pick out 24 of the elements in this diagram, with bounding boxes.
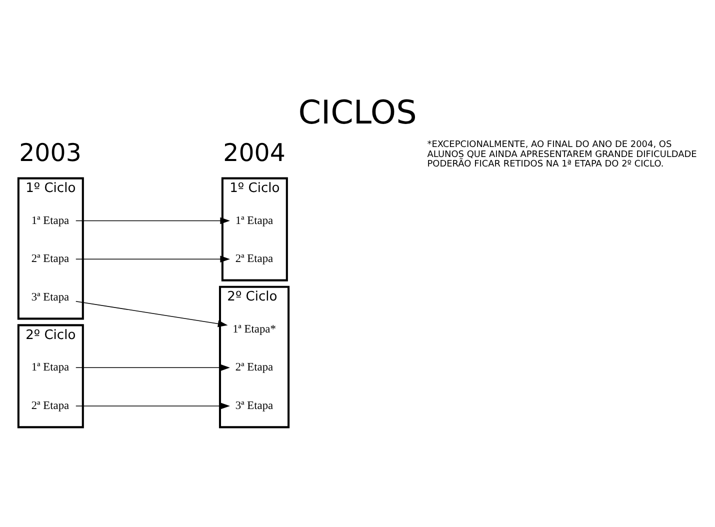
arrow bbox=[75, 402, 230, 409]
node-text: 3ª Etapa bbox=[31, 290, 70, 303]
arrow bbox=[75, 216, 230, 224]
node-label: 1º Ciclo bbox=[230, 180, 280, 196]
node-label: 2º Ciclo bbox=[26, 327, 76, 342]
label: 2004 bbox=[223, 137, 286, 166]
node-text: 1ª Etapa bbox=[31, 214, 70, 226]
arrow bbox=[75, 255, 230, 262]
label: 2003 bbox=[19, 137, 82, 166]
diagram-title: CICLOS bbox=[298, 93, 417, 132]
node-label: 1º Ciclo bbox=[26, 180, 76, 196]
node-text: 1ª Etapa* bbox=[232, 322, 276, 335]
node-text: 3ª Etapa bbox=[235, 400, 274, 412]
node-text: 2ª Etapa bbox=[31, 400, 70, 412]
node-label: 2º Ciclo bbox=[227, 289, 278, 304]
caption: *EXCEPCIONALMENTE, AO FINAL DO ANO DE 2004, OS ALUNOS QUE AINDA APRESENTAREM GRANDE DIFICULDADE PODERÃO FICAR RETIDOS NA 1ª ETAPA DO 2º CICLO. bbox=[427, 140, 697, 170]
node-text: 2ª Etapa bbox=[235, 252, 274, 265]
node-text: 1ª Etapa bbox=[31, 361, 70, 374]
node-text: 1ª Etapa bbox=[235, 214, 274, 226]
arrow bbox=[75, 364, 230, 371]
node-text: 2ª Etapa bbox=[31, 252, 70, 265]
cluster bbox=[17, 324, 84, 428]
cluster bbox=[17, 176, 84, 320]
node-text: 2ª Etapa bbox=[235, 361, 274, 374]
